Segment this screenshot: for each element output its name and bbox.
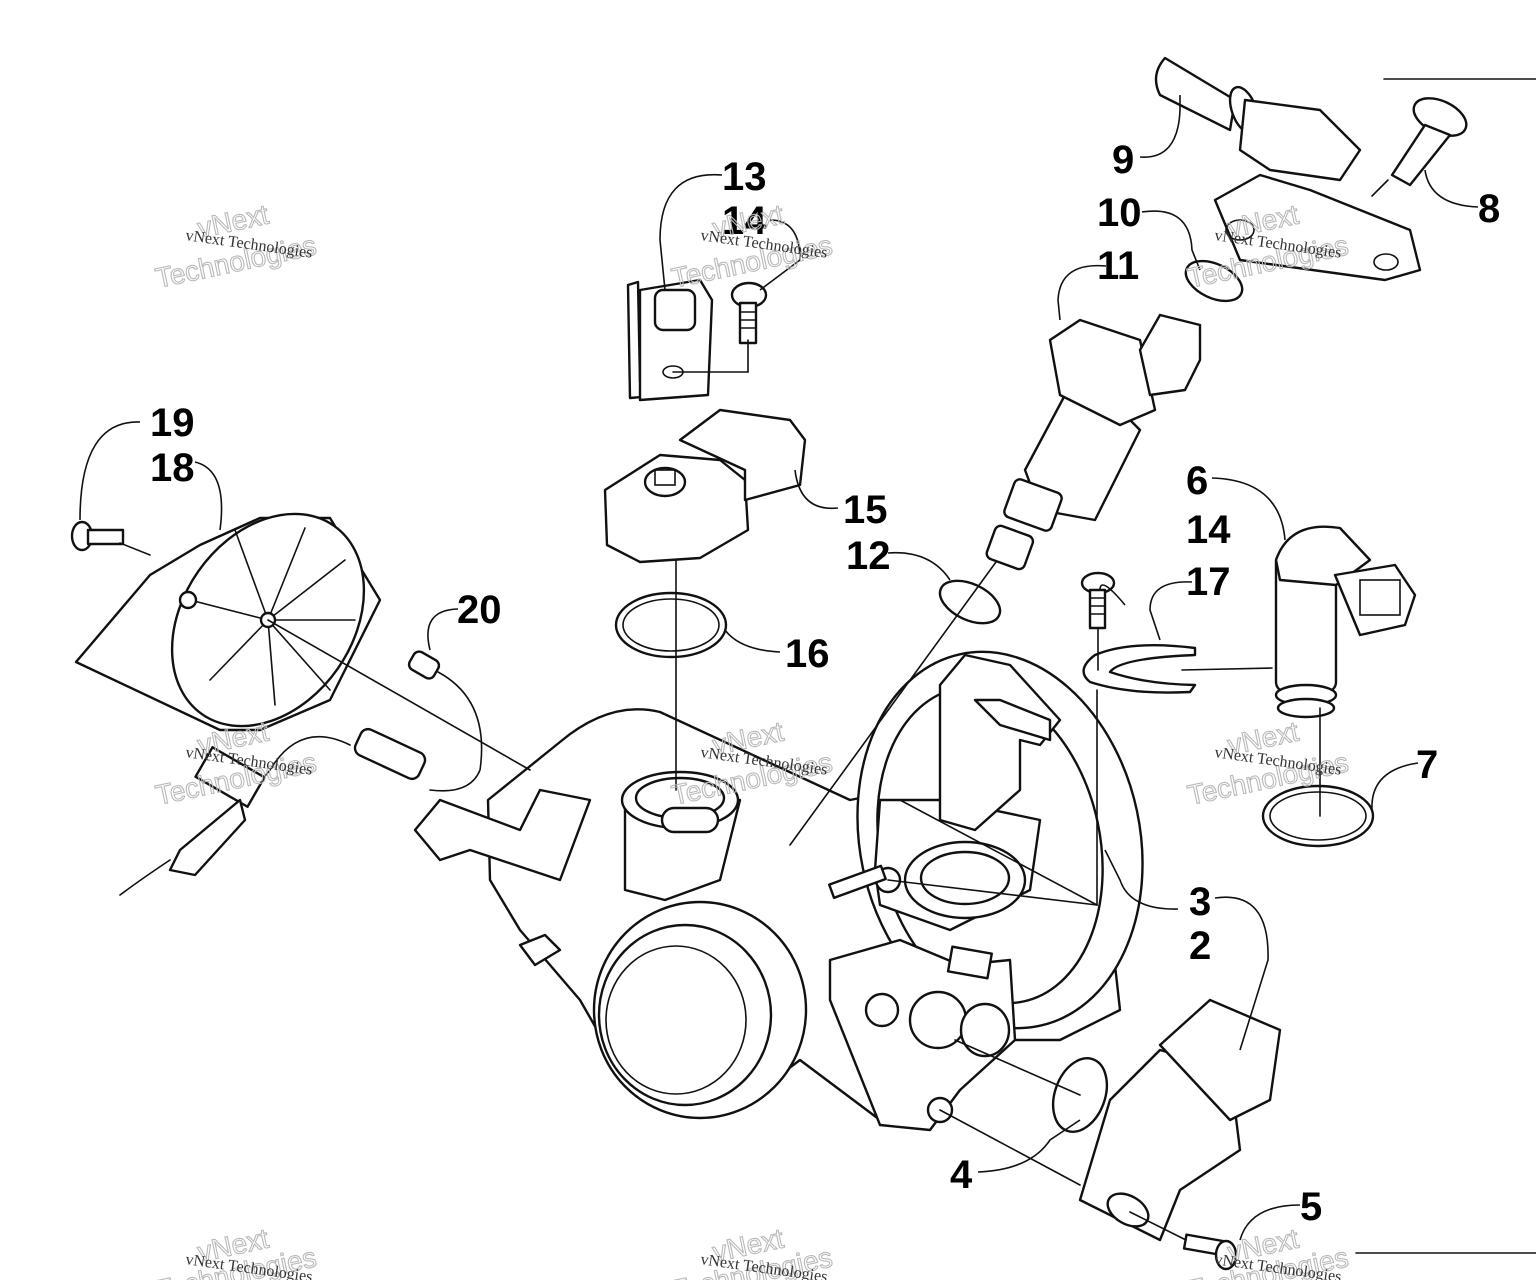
throttle-body	[413, 650, 1144, 1132]
part-19-screw	[70, 520, 125, 552]
callout-16: 16	[785, 632, 830, 676]
part-10-o-ring	[1184, 259, 1244, 303]
callout-19: 19	[150, 401, 195, 445]
callout-13: 13	[722, 155, 767, 199]
part-9-fuel-rail	[1154, 56, 1422, 282]
callout-14-right: 14	[1186, 508, 1231, 552]
callout-9: 9	[1112, 138, 1134, 182]
part-17-clip	[1082, 644, 1197, 694]
part-16-o-ring	[614, 591, 728, 659]
part-14-screw-left	[730, 281, 768, 345]
part-5-screw	[1182, 1233, 1238, 1271]
part-20-sensor	[119, 650, 483, 896]
watermark-bottom-left: vNext Technologies vNext Technologies	[152, 1222, 319, 1280]
callout-11: 11	[1097, 244, 1139, 288]
part-18-cover	[74, 512, 382, 732]
callout-7: 7	[1416, 743, 1438, 787]
part-11-injector	[985, 313, 1202, 571]
part-6-sensor	[1274, 525, 1417, 719]
part-12-seal	[938, 579, 1002, 625]
callout-5: 5	[1300, 1185, 1322, 1229]
part-7-o-ring	[1261, 784, 1375, 848]
callout-2: 2	[1189, 924, 1211, 968]
part-15-sensor	[603, 408, 807, 564]
callout-20: 20	[457, 588, 502, 632]
callout-14-left: 14	[722, 199, 767, 243]
callout-17: 17	[1186, 560, 1231, 604]
part-8-screw	[1390, 97, 1468, 187]
watermark-bottom-center: vNext Technologies vNext Technologies	[668, 1222, 835, 1280]
callout-10: 10	[1097, 191, 1142, 235]
watermark-top-left: vNext Technologies vNext Technologies	[152, 198, 319, 294]
callout-18: 18	[150, 446, 195, 490]
part-14-screw-right	[1080, 571, 1116, 630]
assembly-lines	[119, 179, 1389, 1241]
part-3-sensor	[1078, 998, 1282, 1242]
callout-15: 15	[843, 488, 888, 532]
callout-labels: 2 3 4 5 6 7 8 9 10 11 12 13 14 14 15 16 …	[150, 138, 1500, 1229]
callout-8: 8	[1478, 187, 1500, 231]
callout-leaders	[79, 95, 1479, 1241]
watermark-top-center: vNext Technologies vNext Technologies	[668, 198, 835, 294]
callout-3: 3	[1189, 880, 1211, 924]
part-13-bracket	[626, 278, 714, 402]
callout-4: 4	[950, 1153, 973, 1197]
callout-6: 6	[1186, 459, 1208, 503]
callout-12: 12	[846, 534, 891, 578]
